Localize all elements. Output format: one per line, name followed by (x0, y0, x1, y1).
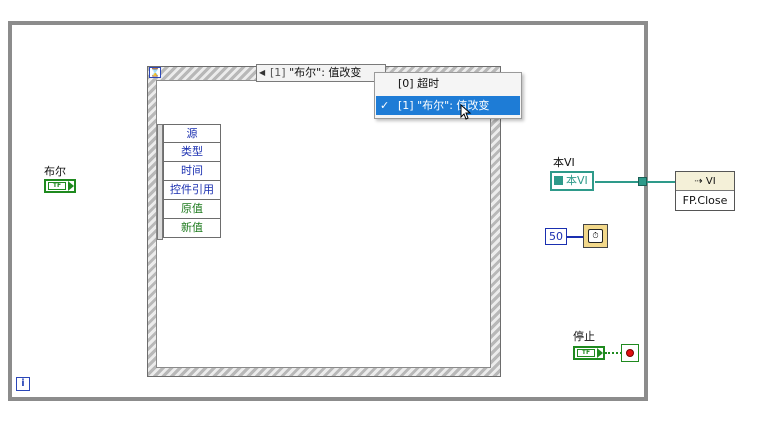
case-selector-prev-arrow-icon[interactable]: ◀ (259, 68, 266, 77)
event-data-source[interactable]: 源 (163, 124, 221, 143)
loop-iteration-terminal[interactable]: i (16, 377, 30, 391)
while-loop-border[interactable] (8, 21, 648, 401)
check-icon: ✓ (380, 99, 390, 112)
case-selector-label[interactable]: [1] "布尔": 值改变 (270, 65, 361, 81)
boolean-control-label: 布尔 (44, 165, 66, 178)
event-data-time[interactable]: 时间 (163, 162, 221, 181)
boolean-wire[interactable] (605, 352, 622, 354)
numeric-wire[interactable] (567, 236, 583, 238)
case-name: "布尔": 值改变 (289, 66, 362, 79)
boolean-terminal-tf: TF (48, 182, 66, 190)
clock-icon: ⏱ (588, 229, 603, 243)
this-vi-label: 本VI (553, 156, 575, 169)
case-number: [1] (270, 66, 286, 79)
numeric-constant[interactable]: 50 (545, 228, 567, 245)
stop-terminal-tf: TF (577, 349, 595, 357)
invoke-node-class: VI (705, 176, 716, 187)
event-data-node-handle[interactable] (157, 124, 163, 240)
event-data-type[interactable]: 类型 (163, 143, 221, 162)
loop-tunnel[interactable] (638, 177, 647, 186)
boolean-terminal-arrow-icon (68, 181, 74, 191)
vi-reference-icon (554, 176, 563, 185)
invoke-node-header: ⇢ VI (676, 172, 734, 191)
dropdown-item-timeout[interactable]: [0] 超时 (398, 77, 440, 90)
dropdown-item-boolean-value-change[interactable]: [1] "布尔": 值改变 (376, 96, 520, 115)
hourglass-icon[interactable]: ⌛ (149, 67, 161, 78)
invoke-node-method[interactable]: FP.Close (682, 194, 728, 207)
event-data-control-ref[interactable]: 控件引用 (163, 181, 221, 200)
event-data-new-value[interactable]: 新值 (163, 219, 221, 238)
event-data-old-value[interactable]: 原值 (163, 200, 221, 219)
stop-button-label: 停止 (573, 330, 595, 343)
reference-wire[interactable] (595, 181, 643, 183)
mouse-cursor-icon (460, 104, 472, 120)
stop-terminal-arrow-icon (597, 348, 603, 358)
invoke-arrow-icon: ⇢ (694, 176, 706, 187)
this-vi-text: 本VI (566, 174, 588, 187)
reference-wire-outside[interactable] (647, 181, 675, 183)
stop-sign-icon (626, 349, 634, 357)
